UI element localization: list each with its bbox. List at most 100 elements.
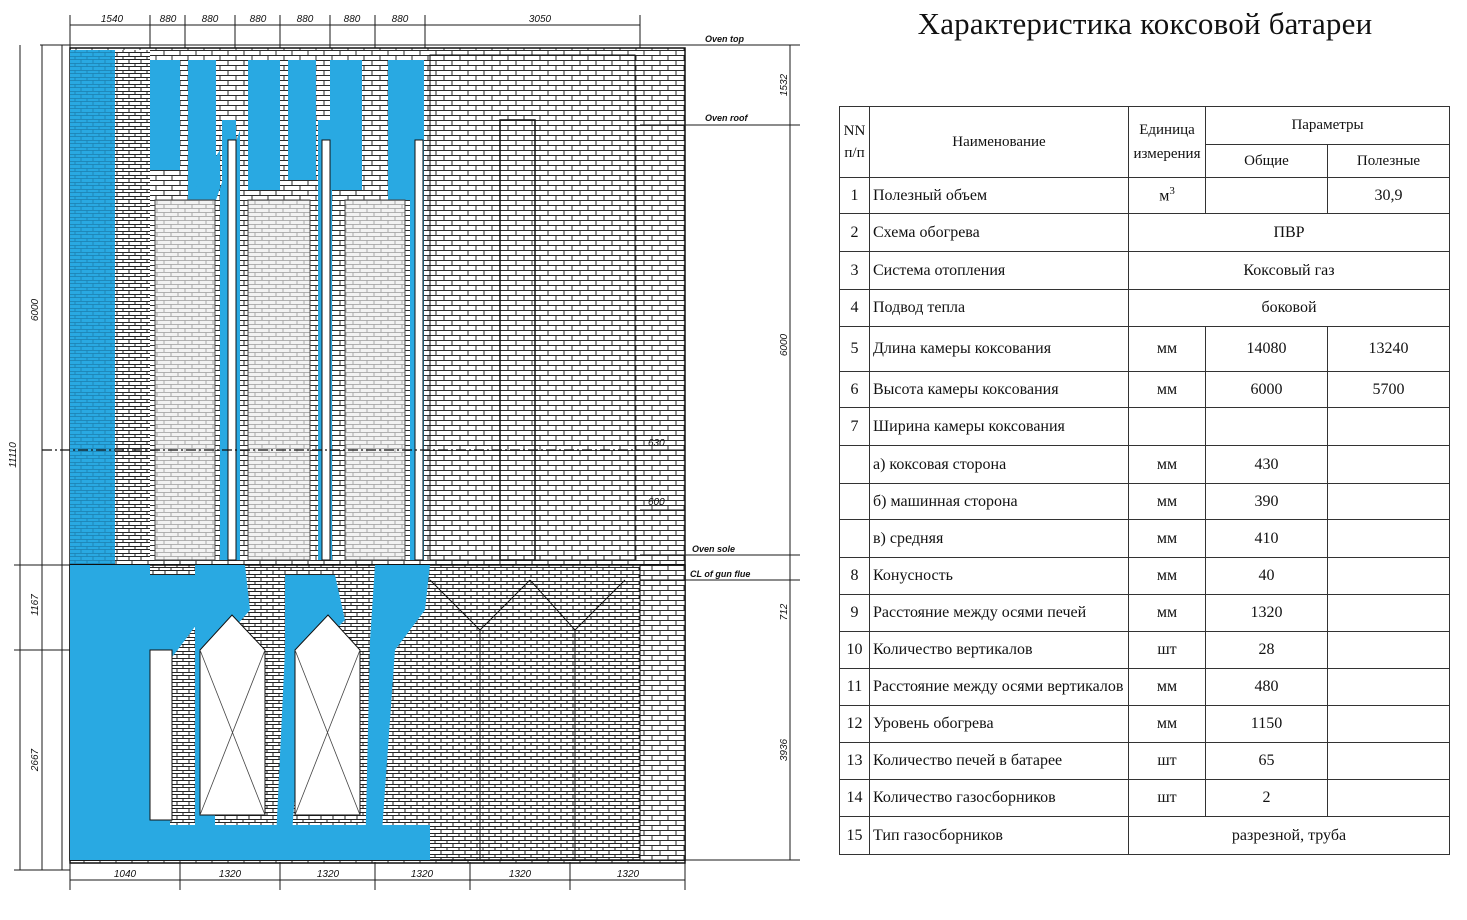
row-unit: мм [1128, 445, 1206, 484]
row-unit: мм [1128, 705, 1206, 743]
mid-dim-label: 600 [648, 497, 665, 508]
top-dim-label: 880 [392, 14, 409, 25]
row-total: 65 [1205, 742, 1328, 780]
left-dim-label: 6000 [30, 298, 41, 321]
top-dim-label: 880 [297, 14, 314, 25]
row-number: 14 [839, 779, 870, 817]
row-unit: мм [1128, 483, 1206, 520]
row-useful [1327, 705, 1450, 743]
row-unit: мм [1128, 594, 1206, 632]
row-useful [1327, 594, 1450, 632]
bottom-dim-label: 1320 [411, 869, 434, 880]
row-unit-text: мм [1156, 567, 1178, 584]
level-label-gun-flue: CL of gun flue [690, 569, 750, 579]
row-unit-text: мм [1156, 340, 1178, 357]
row-number: 15 [839, 816, 870, 855]
row-name: Тип газосборников [869, 816, 1129, 855]
row-unit: мм [1128, 371, 1206, 408]
right-dim-label: 3936 [779, 738, 790, 761]
right-dim-label: 1532 [779, 73, 790, 96]
row-name: Подвод тепла [869, 289, 1129, 327]
row-total: 28 [1205, 631, 1328, 669]
row-number [839, 483, 870, 520]
row-unit: шт [1128, 631, 1206, 669]
coke-oven-cross-section-drawing: 1540 880 880 880 880 880 880 3050 6000 1… [8, 14, 800, 890]
row-total: 1320 [1205, 594, 1328, 632]
row-useful [1327, 445, 1450, 484]
left-dim-label: 2667 [30, 748, 41, 772]
row-unit-text: мм [1156, 678, 1178, 695]
top-dim-label: 880 [202, 14, 219, 25]
row-unit-text: мм [1156, 604, 1178, 621]
mid-dim-label: 630 [648, 438, 665, 449]
bottom-dimension-line [69, 862, 686, 890]
row-unit-text: шт [1157, 641, 1177, 658]
row-useful [1327, 631, 1450, 669]
row-total: 6000 [1205, 371, 1328, 408]
row-useful [1327, 519, 1450, 558]
top-dim-label: 1540 [101, 14, 124, 25]
row-name: Система отопления [869, 251, 1129, 290]
row-useful [1327, 779, 1450, 817]
row-number: 7 [839, 407, 870, 446]
row-name: а) коксовая сторона [869, 445, 1129, 484]
coking-chambers [154, 199, 406, 561]
row-useful: 13240 [1327, 326, 1450, 372]
row-total: 480 [1205, 668, 1328, 706]
left-dim-label: 1167 [30, 594, 41, 616]
row-name: Количество газосборников [869, 779, 1129, 817]
level-label-oven-sole: Oven sole [692, 544, 735, 554]
row-name: Длина камеры коксования [869, 326, 1129, 372]
left-dim-label: 11110 [8, 442, 19, 468]
row-name: Полезный объем [869, 177, 1129, 214]
row-useful: 5700 [1327, 371, 1450, 408]
row-unit [1128, 407, 1206, 446]
top-dim-label: 880 [160, 14, 177, 25]
row-name: Расстояние между осями печей [869, 594, 1129, 632]
row-unit-text: мм [1156, 715, 1178, 732]
row-merged-value: боковой [1128, 289, 1450, 327]
bottom-dim-label: 1320 [617, 869, 640, 880]
row-unit-text: мм [1156, 492, 1178, 510]
row-unit-sup: 3 [1169, 185, 1175, 198]
row-unit-text: шт [1157, 789, 1177, 806]
row-total: 2 [1205, 779, 1328, 817]
bottom-dim-label: 1320 [317, 869, 340, 880]
row-total: 40 [1205, 557, 1328, 595]
row-total: 1150 [1205, 705, 1328, 743]
level-label-oven-top: Oven top [705, 34, 745, 44]
row-unit-text: мм [1156, 380, 1178, 398]
header-useful: Полезные [1327, 144, 1450, 178]
header-total: Общие [1205, 144, 1328, 178]
row-number: 9 [839, 594, 870, 632]
level-label-oven-roof: Oven roof [705, 113, 749, 123]
right-dim-label: 6000 [779, 333, 790, 356]
row-name: Количество вертикалов [869, 631, 1129, 669]
row-name: Конусность [869, 557, 1129, 595]
row-number: 13 [839, 742, 870, 780]
top-dim-label: 3050 [529, 14, 552, 25]
row-number: 10 [839, 631, 870, 669]
header-name: Наименование [869, 106, 1129, 178]
row-unit-text: мм [1156, 455, 1178, 473]
bottom-dim-label: 1320 [509, 869, 532, 880]
row-unit: мм [1128, 519, 1206, 558]
row-total: 390 [1205, 483, 1328, 520]
row-number [839, 445, 870, 484]
row-number: 6 [839, 371, 870, 408]
row-number: 4 [839, 289, 870, 327]
